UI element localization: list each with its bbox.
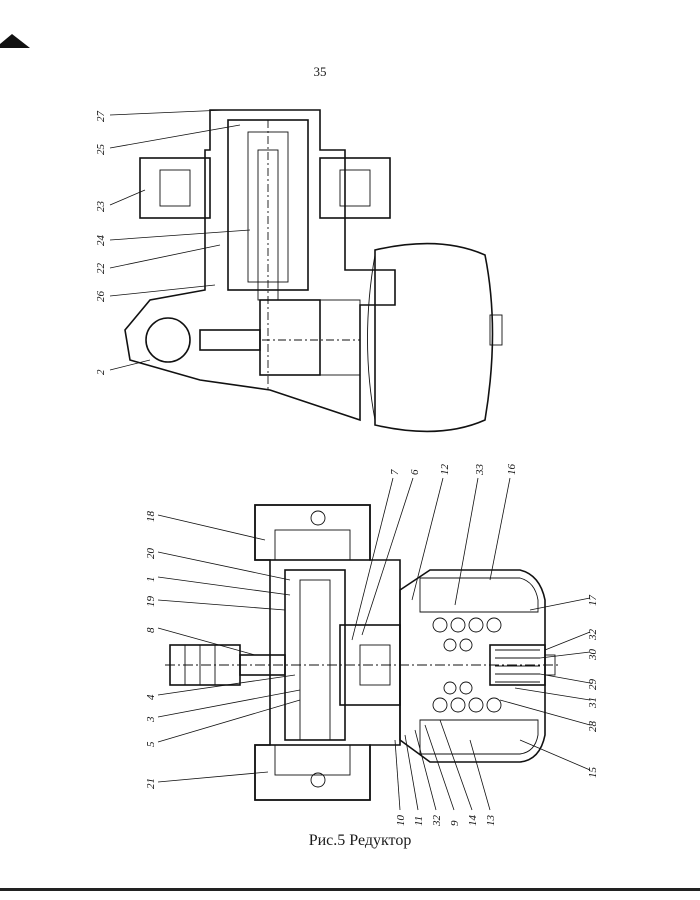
callout-19: 19 (145, 596, 157, 608)
callout-29: 29 (587, 679, 599, 691)
callout-32-right: 32 (587, 629, 599, 642)
callout-8: 8 (145, 627, 157, 633)
callout-4: 4 (145, 694, 157, 700)
corner-arrow-mark (0, 34, 30, 48)
callout-22: 22 (95, 263, 107, 275)
callout-17: 17 (587, 595, 599, 607)
callout-10: 10 (395, 815, 407, 827)
callout-1: 1 (145, 577, 157, 583)
callout-20: 20 (145, 548, 157, 560)
callout-33: 33 (474, 464, 486, 477)
callout-12-top: 12 (439, 464, 451, 476)
callout-9: 9 (449, 820, 461, 826)
bottom-scan-edge (0, 888, 700, 891)
callout-16: 16 (506, 464, 518, 476)
callout-13: 13 (485, 815, 497, 827)
callout-26: 26 (95, 291, 107, 303)
callout-2: 2 (95, 369, 107, 375)
callout-6: 6 (409, 469, 421, 475)
callout-14: 14 (467, 815, 479, 827)
callout-30: 30 (587, 649, 599, 662)
figure-caption: Рис.5 Редуктор (308, 832, 412, 849)
callout-23: 23 (95, 201, 107, 213)
callout-31: 31 (587, 697, 599, 709)
callout-25: 25 (95, 144, 107, 156)
callout-24: 24 (95, 235, 107, 247)
callout-28: 28 (587, 721, 599, 733)
bottom-view-section: 7 6 12 33 16 18 20 1 19 8 4 3 5 21 10 11… (145, 464, 599, 828)
top-view-section: 27 25 23 24 22 26 2 (95, 109, 503, 433)
callout-21: 21 (145, 778, 157, 789)
page-number: 35 (313, 64, 327, 79)
callout-5: 5 (145, 741, 157, 747)
callout-15: 15 (587, 767, 599, 779)
callout-3: 3 (145, 716, 157, 723)
callout-11: 11 (413, 816, 425, 826)
callout-18: 18 (145, 511, 157, 523)
callout-27: 27 (95, 111, 107, 123)
callout-7: 7 (389, 469, 401, 475)
callout-32-bottom: 32 (431, 815, 443, 828)
